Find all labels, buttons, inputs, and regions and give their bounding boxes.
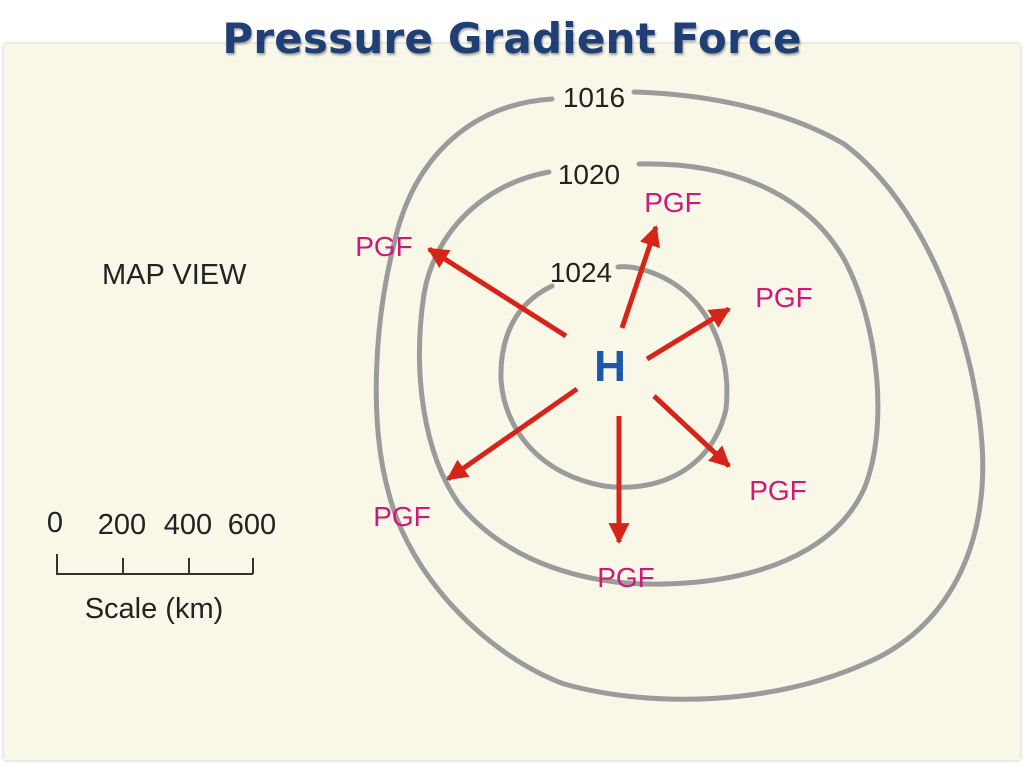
isobar-1024 bbox=[498, 264, 730, 490]
scale-tick-label-400: 400 bbox=[164, 509, 212, 541]
scale-bar: 0 200 400 600 Scale (km) bbox=[47, 507, 276, 625]
scale-tick-label-0: 0 bbox=[47, 507, 63, 539]
diagram-panel: 1016 1020 1024 PGF PGF PGF PGF PGF PGF H… bbox=[4, 44, 1020, 760]
pgf-arrow-north bbox=[619, 225, 660, 329]
isobar-label-1016: 1016 bbox=[563, 82, 625, 113]
isobar-label-1020: 1020 bbox=[558, 159, 620, 190]
pgf-label-northeast: PGF bbox=[755, 282, 813, 313]
isobar-1020 bbox=[417, 161, 881, 587]
pgf-label-northwest: PGF bbox=[355, 231, 413, 262]
pgf-arrow-southwest bbox=[446, 386, 579, 482]
pgf-label-north: PGF bbox=[644, 187, 702, 218]
pgf-label-south: PGF bbox=[597, 562, 655, 593]
isobar-label-1024: 1024 bbox=[550, 257, 612, 288]
pgf-label-southwest: PGF bbox=[373, 501, 431, 532]
isobar-1016 bbox=[373, 89, 986, 702]
pgf-arrow-northeast bbox=[645, 306, 731, 362]
scale-tick-label-600: 600 bbox=[228, 509, 276, 541]
pgf-label-southeast: PGF bbox=[749, 475, 807, 506]
pgf-arrow-southeast bbox=[652, 394, 731, 468]
high-pressure-center-label: H bbox=[594, 342, 626, 391]
slide-title: Pressure Gradient Force bbox=[222, 14, 802, 63]
scale-tick-label-200: 200 bbox=[98, 509, 146, 541]
map-view-label: MAP VIEW bbox=[102, 259, 247, 291]
pgf-arrow-northwest bbox=[427, 246, 568, 339]
scale-caption: Scale (km) bbox=[85, 593, 224, 625]
pressure-map-diagram: 1016 1020 1024 PGF PGF PGF PGF PGF PGF H… bbox=[47, 82, 986, 702]
